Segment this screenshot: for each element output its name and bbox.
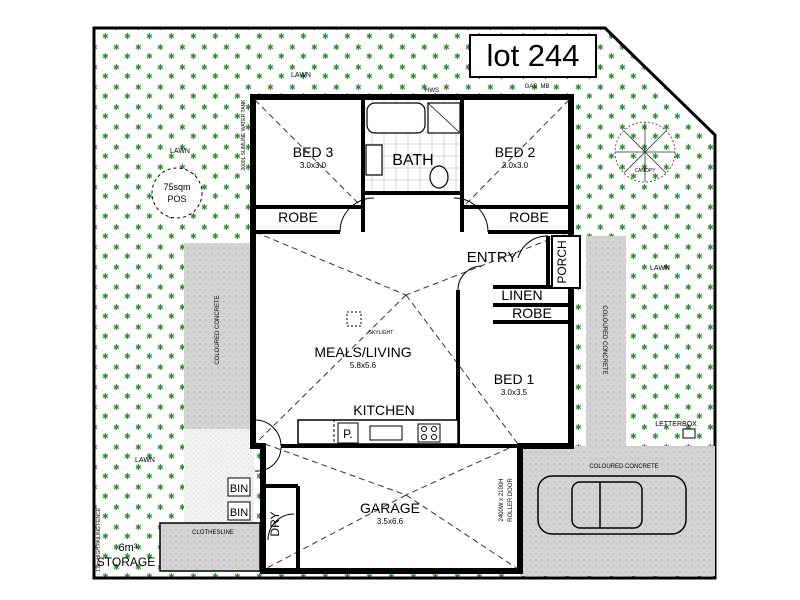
bin-label-1: BIN (230, 483, 248, 495)
bed1-size: 3.0x3.5 (501, 388, 528, 397)
garage-size: 3.5x6.6 (377, 517, 404, 526)
coloured-concrete-driveway (520, 446, 715, 576)
coloured-concrete-driveway-label: COLOURED CONCRETE (589, 464, 658, 470)
bed2-label: BED 2 (495, 144, 536, 160)
bin-box-1 (227, 477, 251, 497)
car-icon (537, 475, 687, 535)
roller-door-label: ROLLER DOOR (508, 478, 514, 522)
dry-label: DRY (268, 511, 282, 536)
coloured-concrete-left-label: COLOURED CONCRETE (215, 295, 221, 364)
pos-area-label: 75sqm (163, 182, 190, 192)
robe-bed2-label: ROBE (509, 209, 549, 225)
bath-label: BATH (392, 152, 433, 169)
fridge-space (297, 419, 335, 445)
bed3-size: 3.0x3.0 (300, 161, 327, 170)
kitchen-label: KITCHEN (353, 402, 414, 418)
canopy-label: CANOPY (634, 168, 656, 174)
porch-area (551, 235, 581, 289)
canopy-tree-icon (614, 121, 676, 183)
house-footprint (250, 94, 574, 574)
lawn-label-top: LAWN (291, 72, 311, 79)
bed3-label: BED 3 (293, 144, 334, 160)
pos-label: POS (167, 194, 186, 204)
meals-living-label: MEALS/LIVING (314, 344, 411, 360)
water-tank-label: 2000L SLIMLINE WATER TANK (241, 99, 247, 171)
mb-label: MB (541, 84, 550, 90)
vanity-icon (365, 144, 383, 176)
letterbox-label: LETTERBOX (655, 421, 697, 428)
clothesline-label: CLOTHESLINE (192, 530, 234, 536)
linen-label: LINEN (501, 287, 542, 303)
bed2-size: 3.0x3.0 (502, 161, 529, 170)
storage-size-label: 6m³ (119, 542, 138, 554)
coloured-concrete-right-label: COLOURED CONCRETE (601, 305, 607, 374)
robe-bed3-label: ROBE (278, 209, 318, 225)
robe-bed1-label: ROBE (512, 305, 552, 321)
skylight-label: SKYLIGHT (369, 330, 394, 336)
pantry-label: P. (343, 427, 353, 441)
interior-walls (255, 97, 569, 571)
cooktop-icon (417, 423, 441, 443)
fence-label: 1.8m HIGH PAILING FENCE (96, 507, 102, 572)
pantry-box (337, 422, 359, 444)
porch-label: PORCH (555, 240, 569, 283)
roof-lines (254, 99, 570, 570)
bin-label-2: BIN (230, 507, 248, 519)
hws-label: HWS (425, 88, 439, 94)
sink-icon (369, 425, 403, 441)
lot-number-label: lot 244 (469, 34, 597, 78)
lawn-label-bottom: LAWN (135, 457, 155, 464)
pos-circle (151, 167, 203, 219)
meals-living-size: 5.8x5.6 (350, 361, 377, 370)
gas-label: GAS (525, 84, 538, 90)
entry-label: ENTRY (467, 249, 518, 266)
lawn-label-left: LAWN (170, 148, 190, 155)
skylight-icon (346, 311, 362, 327)
bed1-label: BED 1 (494, 371, 535, 387)
coloured-concrete-left (184, 243, 254, 429)
roller-door-size-label: 2400W x 2100H (499, 478, 505, 521)
toilet-icon (429, 165, 449, 189)
coloured-concrete-right (586, 236, 626, 446)
lawn-label-right: LAWN (650, 265, 670, 272)
letterbox-icon (682, 428, 696, 439)
storage-label: STORAGE (97, 555, 155, 569)
door-swings (254, 197, 549, 568)
garage-label: GARAGE (360, 500, 420, 516)
bathtub-icon (366, 102, 426, 134)
bin-box-2 (227, 501, 251, 521)
